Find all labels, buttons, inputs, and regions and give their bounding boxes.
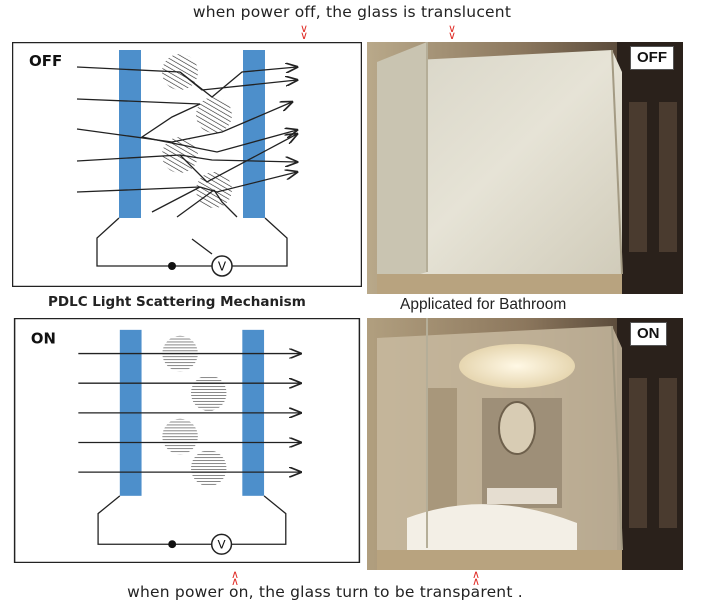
- on-diagram: ON V: [13, 318, 361, 563]
- down-chevron-icon-left: ∨∨: [300, 22, 309, 42]
- on-photo-badge: ON: [630, 322, 667, 346]
- up-chevron-icon-right: ∧∧: [472, 568, 481, 588]
- bottom-caption: when power on, the glass turn to be tran…: [127, 583, 523, 601]
- lc-droplet: [190, 375, 227, 411]
- svg-text:V: V: [218, 538, 226, 552]
- photo-title: Applicated for Bathroom: [400, 296, 567, 313]
- off-diagram: OFF V: [12, 42, 362, 287]
- off-photo: [367, 42, 683, 294]
- switch-node: [168, 540, 177, 549]
- down-chevron-icon-right: ∨∨: [448, 22, 457, 42]
- left-electrode: [119, 50, 141, 218]
- on-photo: [367, 318, 683, 570]
- switch-node: [168, 262, 176, 270]
- right-electrode: [243, 50, 265, 218]
- top-caption: when power off, the glass is translucent: [192, 3, 512, 21]
- lc-droplet: [196, 97, 232, 133]
- up-chevron-icon-left: ∧∧: [231, 568, 240, 588]
- voltmeter-icon: [210, 533, 233, 555]
- diagram-title: PDLC Light Scattering Mechanism: [48, 294, 306, 310]
- off-diagram-label: OFF: [29, 52, 62, 70]
- svg-text:V: V: [218, 260, 227, 274]
- off-photo-badge: OFF: [630, 46, 674, 70]
- lc-droplet: [162, 418, 198, 455]
- lc-droplet: [190, 450, 227, 486]
- on-diagram-label: ON: [31, 331, 56, 348]
- voltmeter-icon: [211, 255, 233, 277]
